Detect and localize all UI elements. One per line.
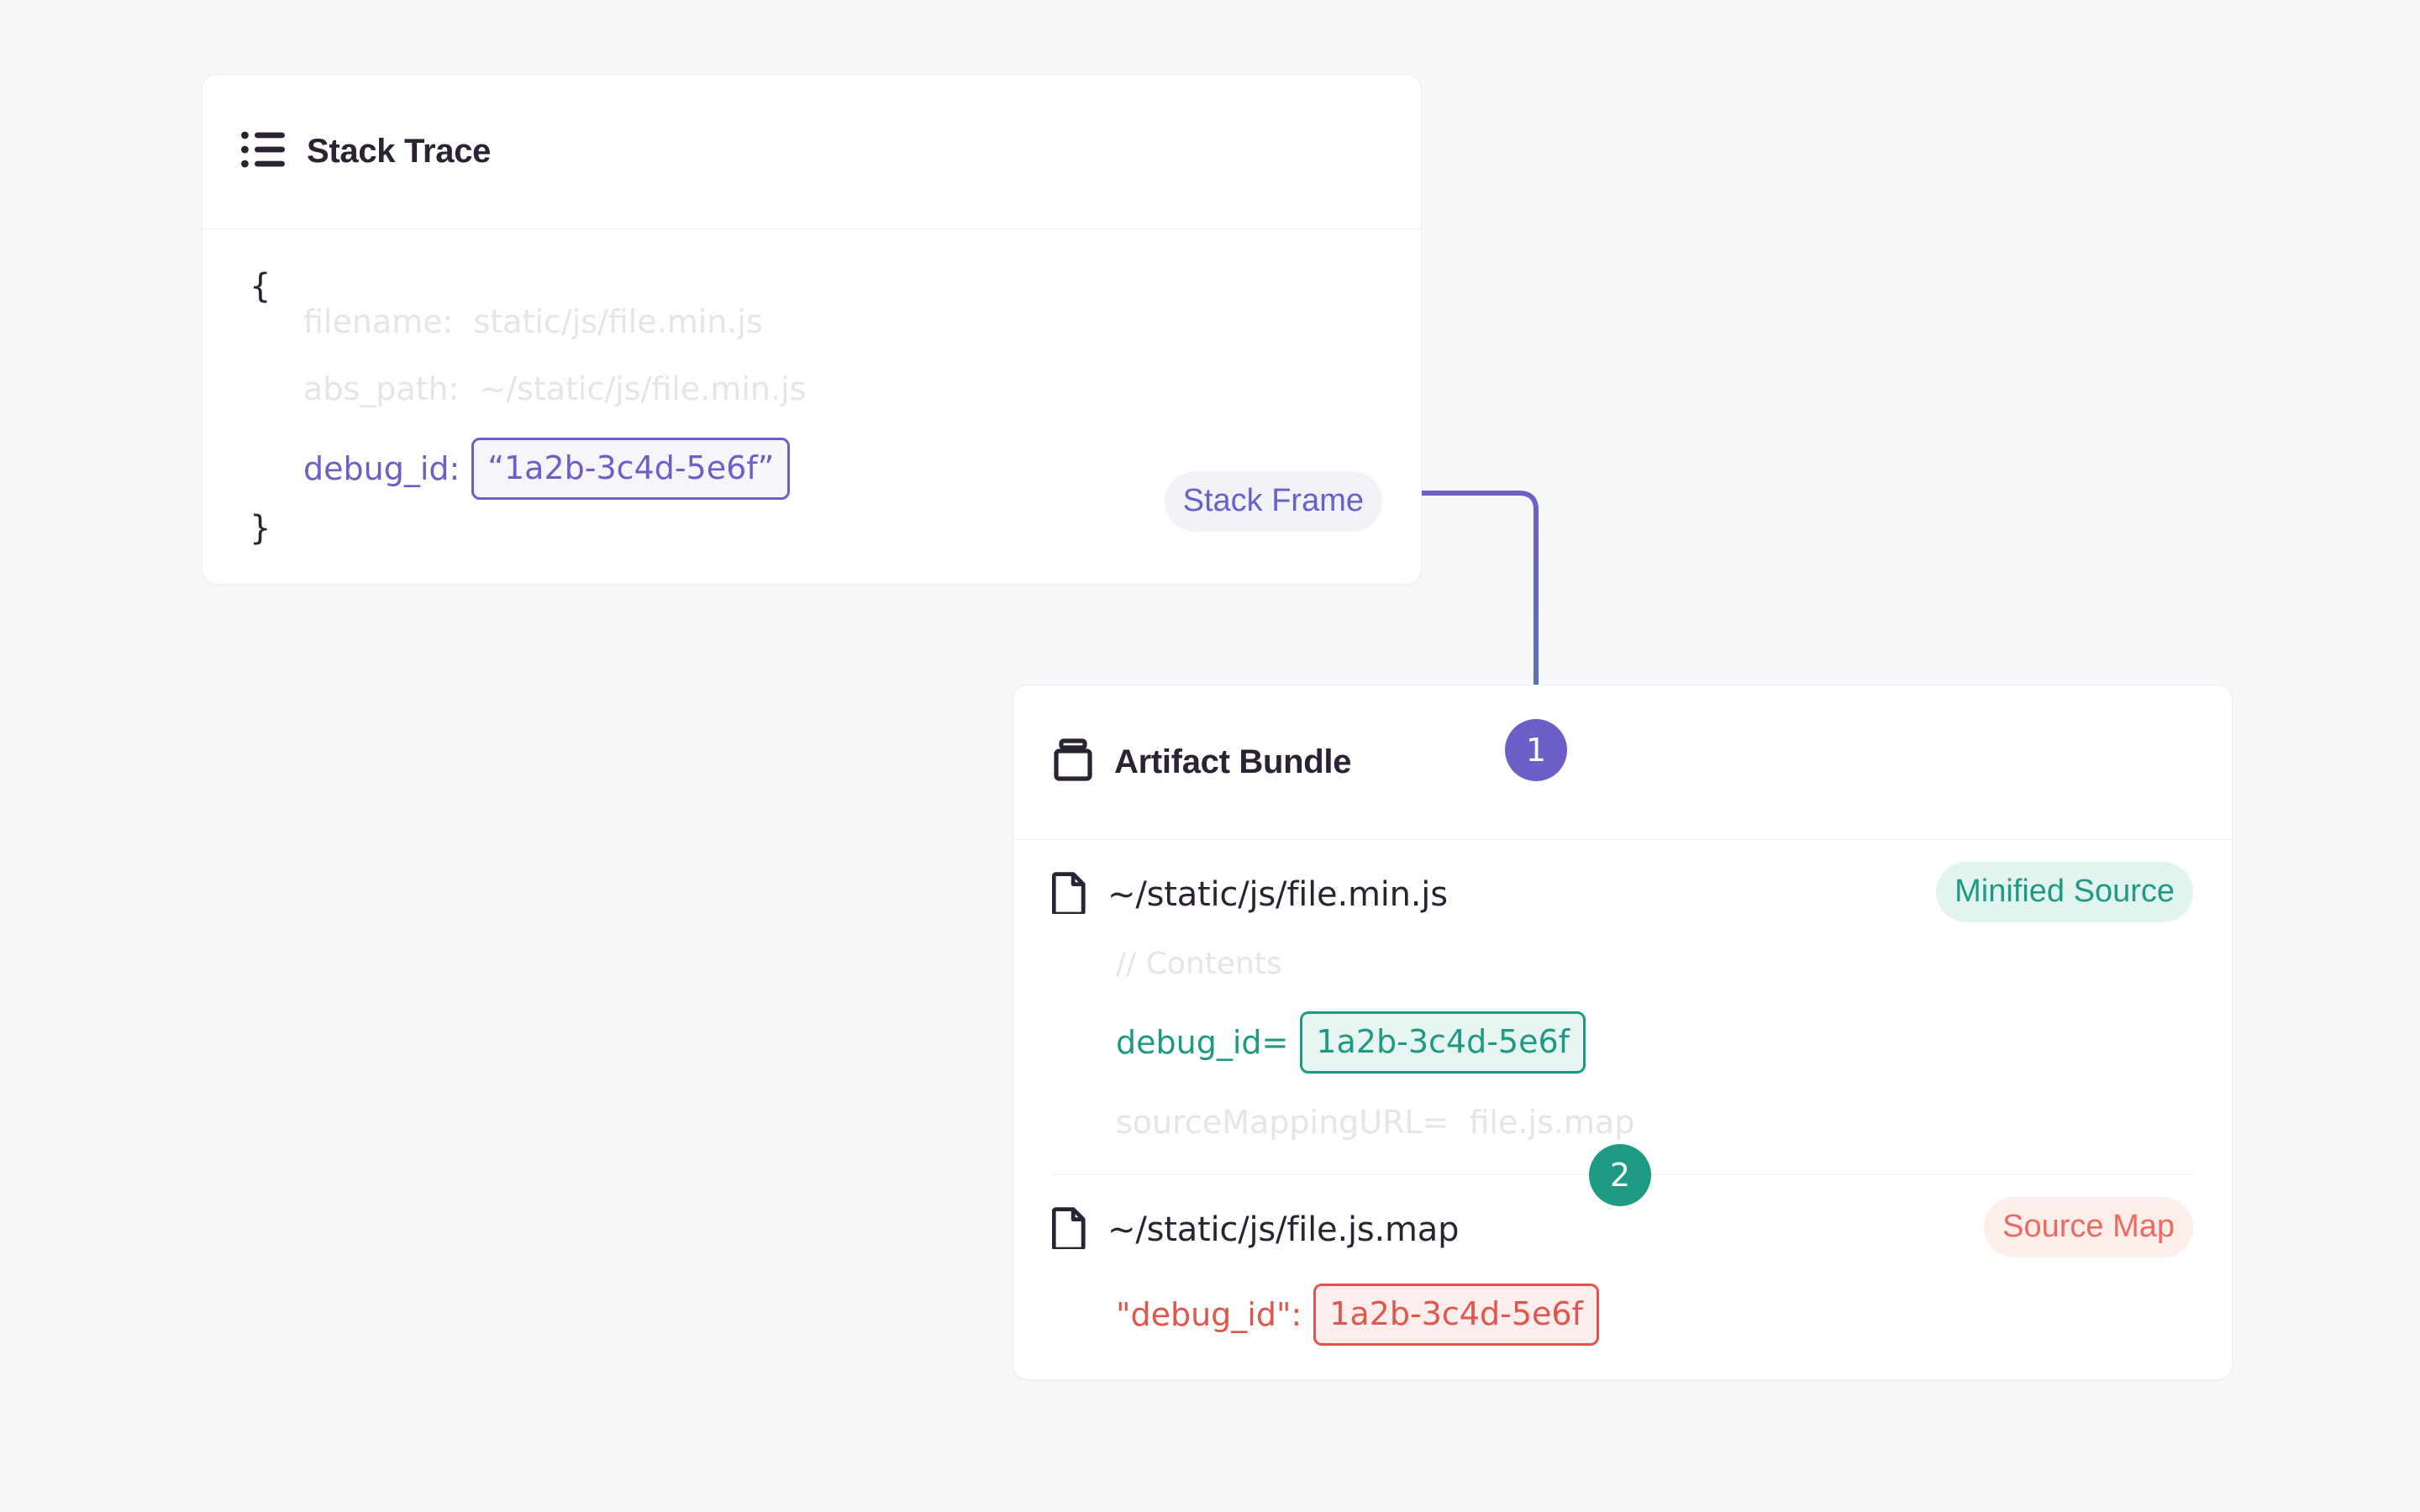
field-debug-id-value: “1a2b-3c4d-5e6f” (471, 437, 791, 500)
field-filename-key: filename: (303, 302, 454, 340)
bundle-file-sourcemap: ~/static/js/file.js.map Source Map "debu… (1013, 1175, 2232, 1379)
step-badge-1: 1 (1505, 719, 1567, 781)
file-icon (1051, 1206, 1087, 1253)
step-badge-2: 2 (1589, 1144, 1651, 1206)
source-mapping-url-value: file.js.map (1469, 1103, 1635, 1141)
contents-comment: // Contents (1116, 946, 1282, 981)
source-mapping-url-key: sourceMappingURL= (1116, 1103, 1449, 1141)
sourcemap-debug-id-value: 1a2b-3c4d-5e6f (1313, 1283, 1599, 1346)
open-brace: { (250, 266, 271, 306)
package-icon (1052, 738, 1094, 786)
file-icon (1051, 871, 1087, 918)
stack-trace-header: Stack Trace (203, 75, 1421, 229)
field-filename: filename: static/js/file.min.js (303, 303, 1382, 340)
field-debug-id-key: debug_id: (303, 449, 460, 487)
file-row-sourcemap: ~/static/js/file.js.map Source Map (1051, 1196, 2193, 1257)
file-name-minified: ~/static/js/file.min.js (1107, 875, 1448, 915)
field-abs-path: abs_path: ~/static/js/file.min.js (303, 370, 1382, 407)
stack-frame-badge: Stack Frame (1164, 470, 1382, 532)
stack-trace-card: Stack Trace Stack Frame { filename: stat… (202, 74, 1422, 585)
field-debug-id: debug_id: “1a2b-3c4d-5e6f” (303, 437, 1382, 500)
field-abs-path-key: abs_path: (303, 370, 460, 407)
artifact-bundle-header: Artifact Bundle (1013, 685, 2232, 840)
sourcemap-debug-id-row: "debug_id": 1a2b-3c4d-5e6f (1116, 1283, 2193, 1346)
close-brace: } (250, 508, 271, 548)
bundle-debug-id-value: 1a2b-3c4d-5e6f (1300, 1011, 1586, 1074)
field-filename-value: static/js/file.min.js (473, 302, 763, 340)
source-mapping-url-row: sourceMappingURL= file.js.map (1116, 1104, 2193, 1141)
sourcemap-debug-id-key: "debug_id": (1116, 1295, 1302, 1333)
list-icon (241, 130, 287, 173)
bundle-file-minified: ~/static/js/file.min.js Minified Source … (1013, 840, 2232, 1174)
stack-trace-body: Stack Frame { filename: static/js/file.m… (203, 229, 1421, 584)
field-abs-path-value: ~/static/js/file.min.js (479, 370, 807, 407)
stack-trace-title: Stack Trace (307, 132, 492, 170)
file-name-sourcemap: ~/static/js/file.js.map (1107, 1210, 1460, 1250)
minified-source-badge: Minified Source (1936, 861, 2193, 922)
source-map-badge: Source Map (1984, 1196, 2193, 1257)
artifact-bundle-card: Artifact Bundle ~/static/js/file.min.js … (1013, 685, 2233, 1380)
bundle-debug-id-key: debug_id= (1116, 1023, 1289, 1061)
file-row-minified: ~/static/js/file.min.js Minified Source (1051, 861, 2193, 922)
artifact-bundle-title: Artifact Bundle (1114, 743, 1352, 780)
bundle-debug-id-row: debug_id= 1a2b-3c4d-5e6f (1116, 1011, 2193, 1074)
